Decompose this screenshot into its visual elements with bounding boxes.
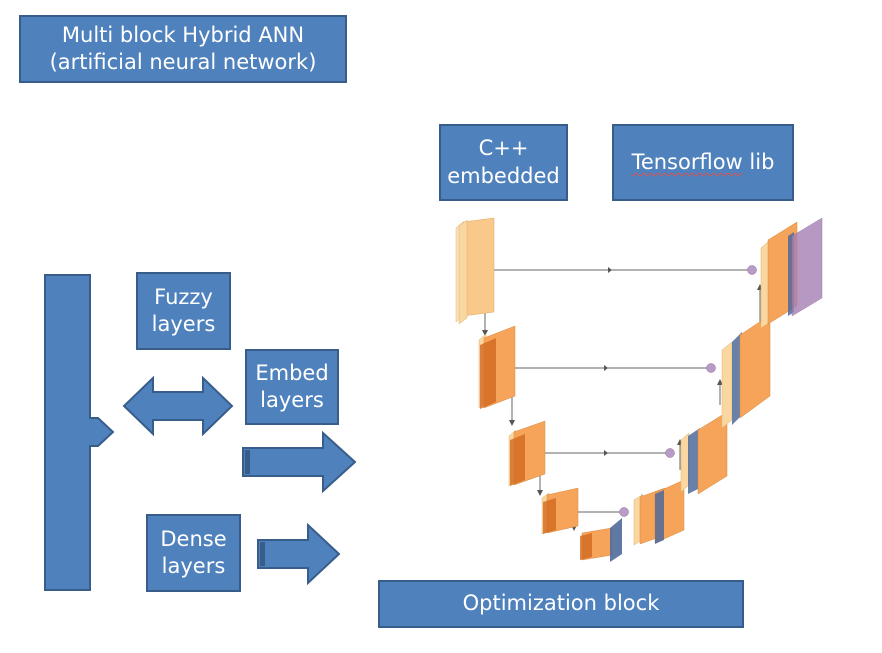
decoder-block-2 (721, 314, 771, 429)
encoder-block-1 (455, 217, 495, 325)
concat-node (619, 507, 629, 517)
decoder-block-4 (633, 479, 685, 546)
concat-node (665, 448, 675, 458)
dense-arrow (257, 522, 341, 586)
cpp-line-2: embedded (447, 163, 560, 188)
output-layer (791, 217, 823, 317)
fuzzy-line-2: layers (151, 312, 216, 336)
input-bar (44, 274, 115, 591)
dense-layers-box: Dense layers (146, 514, 241, 592)
encoder-block-3 (508, 420, 546, 487)
embed-layers-box: Embed layers (245, 349, 339, 425)
title-line-2: (artificial neural network) (49, 50, 317, 74)
decoder-block-3 (680, 411, 728, 495)
double-arrow (122, 375, 234, 437)
embed-line-1: Embed (255, 360, 329, 385)
dense-line-1: Dense (160, 526, 227, 551)
title-line-1: Multi block Hybrid ANN (61, 22, 305, 47)
encoder-block-4 (541, 487, 579, 535)
embed-arrow (242, 430, 357, 494)
title-box: Multi block Hybrid ANN (artificial neura… (19, 15, 347, 83)
cpp-line-1: C++ (478, 136, 529, 161)
tensorflow-lib-box: Tensorflow lib (612, 124, 794, 201)
optimization-label: Optimization block (462, 591, 660, 616)
tensorflow-word: Tensorflow (631, 149, 743, 174)
decoder-block-1 (760, 221, 798, 329)
cpp-embedded-box: C++ embedded (439, 124, 568, 201)
tensorflow-rest: lib (742, 149, 775, 174)
unet-figure (455, 217, 823, 562)
encoder-block-2 (478, 325, 516, 409)
fuzzy-line-1: Fuzzy (154, 284, 213, 309)
dense-line-2: layers (161, 554, 226, 578)
concat-node (706, 363, 716, 373)
bottleneck-block (580, 518, 622, 562)
concat-node (747, 265, 757, 275)
optimization-block-box: Optimization block (378, 580, 744, 628)
embed-line-2: layers (260, 388, 324, 412)
fuzzy-layers-box: Fuzzy layers (136, 272, 231, 350)
